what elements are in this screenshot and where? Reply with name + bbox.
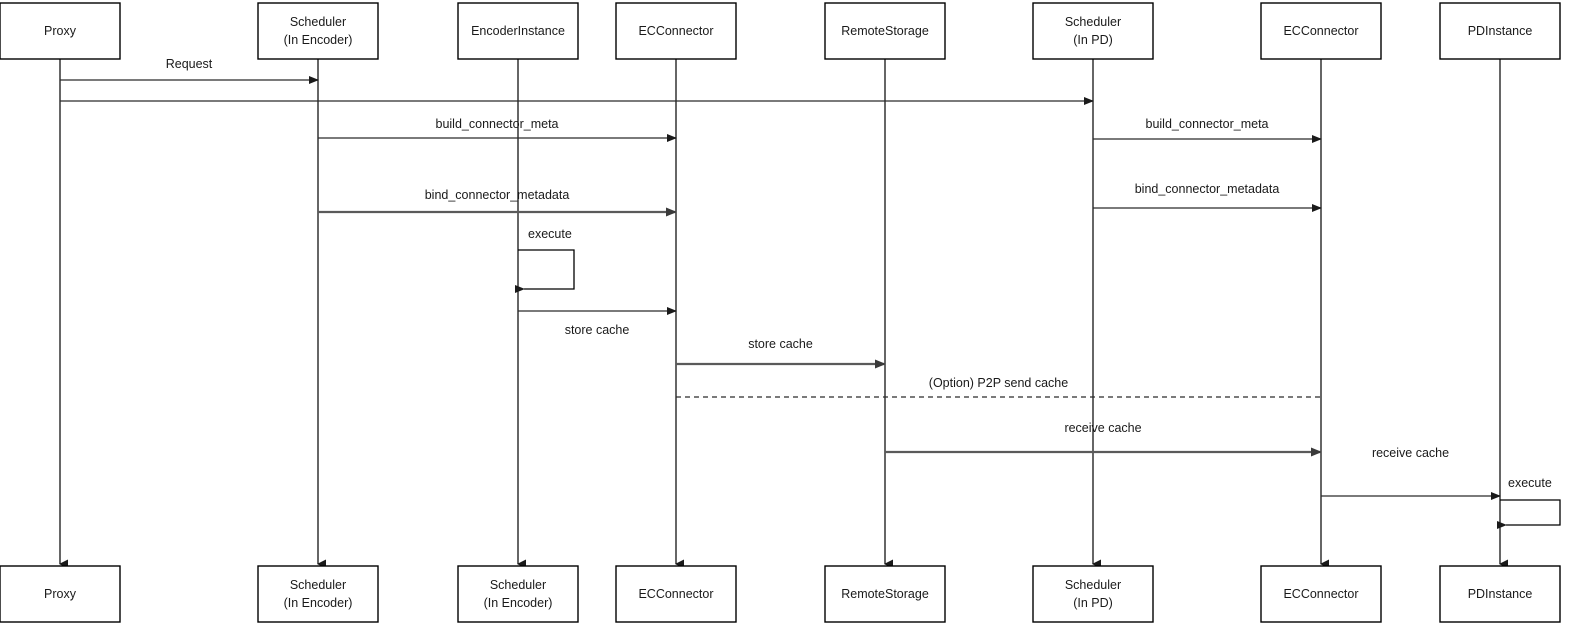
- actor-bottom-ecc_pd[interactable]: ECConnector: [1260, 565, 1382, 623]
- actor-top-box-sched_enc: [257, 2, 379, 60]
- actor-bottom-label-pd_inst: PDInstance: [1468, 587, 1533, 601]
- actor-bottom-sublabel-sched_pd: (In PD): [1073, 596, 1113, 610]
- message-label-m11: receive cache: [1372, 446, 1449, 460]
- actor-bottom-box-ecc_pd: [1260, 565, 1382, 623]
- actor-bottom-sublabel-encoder_inst: (In Encoder): [484, 596, 553, 610]
- actor-top-box-encoder_inst: [457, 2, 579, 60]
- actor-bottom-label-encoder_inst: Scheduler: [490, 578, 546, 592]
- message-m10[interactable]: receive cache: [885, 421, 1322, 457]
- self-loops-layer: execute execute: [515, 227, 1561, 529]
- self-loop-label-s1: execute: [528, 227, 572, 241]
- actor-top-label-remote: RemoteStorage: [841, 24, 929, 38]
- message-m4[interactable]: build_connector_meta: [1093, 117, 1322, 143]
- actor-top-label-pd_inst: PDInstance: [1468, 24, 1533, 38]
- actor-bottom-label-remote: RemoteStorage: [841, 587, 929, 601]
- actor-bottom-remote[interactable]: RemoteStorage: [824, 565, 946, 623]
- actor-top-label-sched_enc: Scheduler: [290, 15, 346, 29]
- actor-top-pd_inst[interactable]: PDInstance: [1439, 2, 1561, 60]
- actor-bottom-label-ecc_enc: ECConnector: [638, 587, 713, 601]
- actor-top-sched_enc[interactable]: Scheduler (In Encoder): [257, 2, 379, 60]
- self-loop-s2[interactable]: execute: [1497, 476, 1561, 529]
- actors-top-layer: Proxy Scheduler (In Encoder) EncoderInstanc…: [0, 2, 1561, 60]
- actor-bottom-box-sched_pd: [1032, 565, 1154, 623]
- actor-top-sched_pd[interactable]: Scheduler (In PD): [1032, 2, 1154, 60]
- actor-top-box-ecc_pd: [1260, 2, 1382, 60]
- actor-top-box-remote: [824, 2, 946, 60]
- message-label-m3: build_connector_meta: [436, 117, 559, 131]
- message-label-m6: bind_connector_metadata: [1135, 182, 1280, 196]
- message-m11[interactable]: receive cache: [1321, 446, 1501, 500]
- actor-bottom-label-sched_pd: Scheduler: [1065, 578, 1121, 592]
- self-loop-path-s2: [1497, 499, 1561, 529]
- message-label-m5: bind_connector_metadata: [425, 188, 570, 202]
- actor-bottom-sched_pd[interactable]: Scheduler (In PD): [1032, 565, 1154, 623]
- actor-bottom-box-ecc_enc: [615, 565, 737, 623]
- actor-bottom-sched_enc[interactable]: Scheduler (In Encoder): [257, 565, 379, 623]
- message-label-m7: store cache: [565, 323, 630, 337]
- actor-bottom-proxy[interactable]: Proxy: [0, 565, 121, 623]
- actor-top-encoder_inst[interactable]: EncoderInstance: [457, 2, 579, 60]
- actor-bottom-box-pd_inst: [1439, 565, 1561, 623]
- actor-bottom-box-remote: [824, 565, 946, 623]
- actor-top-label-ecc_enc: ECConnector: [638, 24, 713, 38]
- actor-top-label-sched_pd: Scheduler: [1065, 15, 1121, 29]
- self-loop-path-s1: [515, 249, 575, 293]
- self-loop-s1[interactable]: execute: [515, 227, 575, 293]
- actor-top-proxy[interactable]: Proxy: [0, 2, 121, 60]
- actor-bottom-encoder_inst[interactable]: Scheduler (In Encoder): [457, 565, 579, 623]
- actor-bottom-label-ecc_pd: ECConnector: [1283, 587, 1358, 601]
- actor-top-label-encoder_inst: EncoderInstance: [471, 24, 565, 38]
- self-loop-label-s2: execute: [1508, 476, 1552, 490]
- actor-top-box-ecc_enc: [615, 2, 737, 60]
- message-m3[interactable]: build_connector_meta: [318, 117, 677, 142]
- actor-top-box-sched_pd: [1032, 2, 1154, 60]
- actor-bottom-label-sched_enc: Scheduler: [290, 578, 346, 592]
- lifelines-layer: [59, 59, 1508, 569]
- actor-top-box-proxy: [0, 2, 121, 60]
- actor-bottom-box-sched_enc: [257, 565, 379, 623]
- message-m6[interactable]: bind_connector_metadata: [1093, 182, 1322, 212]
- message-m7[interactable]: store cache: [518, 307, 677, 337]
- actor-top-label-ecc_pd: ECConnector: [1283, 24, 1358, 38]
- messages-layer: Request build_connector_meta build_connect…: [60, 57, 1501, 500]
- message-m9[interactable]: (Option) P2P send cache: [676, 376, 1321, 398]
- actor-top-sublabel-sched_pd: (In PD): [1073, 33, 1113, 47]
- actor-bottom-sublabel-sched_enc: (In Encoder): [284, 596, 353, 610]
- actor-bottom-box-proxy: [0, 565, 121, 623]
- message-m1[interactable]: Request: [60, 57, 319, 84]
- actor-bottom-box-encoder_inst: [457, 565, 579, 623]
- actor-top-box-pd_inst: [1439, 2, 1561, 60]
- message-label-m9: (Option) P2P send cache: [929, 376, 1068, 390]
- actor-top-ecc_enc[interactable]: ECConnector: [615, 2, 737, 60]
- actors-bottom-layer: Proxy Scheduler (In Encoder) Scheduler (In E…: [0, 565, 1561, 623]
- message-m5[interactable]: bind_connector_metadata: [318, 188, 677, 217]
- actor-top-sublabel-sched_enc: (In Encoder): [284, 33, 353, 47]
- message-m8[interactable]: store cache: [676, 337, 886, 369]
- actor-top-label-proxy: Proxy: [44, 24, 77, 38]
- message-label-m4: build_connector_meta: [1146, 117, 1269, 131]
- actor-bottom-label-proxy: Proxy: [44, 587, 77, 601]
- message-label-m8: store cache: [748, 337, 813, 351]
- actor-top-remote[interactable]: RemoteStorage: [824, 2, 946, 60]
- actor-bottom-ecc_enc[interactable]: ECConnector: [615, 565, 737, 623]
- message-label-m1: Request: [166, 57, 213, 71]
- actor-top-ecc_pd[interactable]: ECConnector: [1260, 2, 1382, 60]
- message-label-m10: receive cache: [1064, 421, 1141, 435]
- actor-bottom-pd_inst[interactable]: PDInstance: [1439, 565, 1561, 623]
